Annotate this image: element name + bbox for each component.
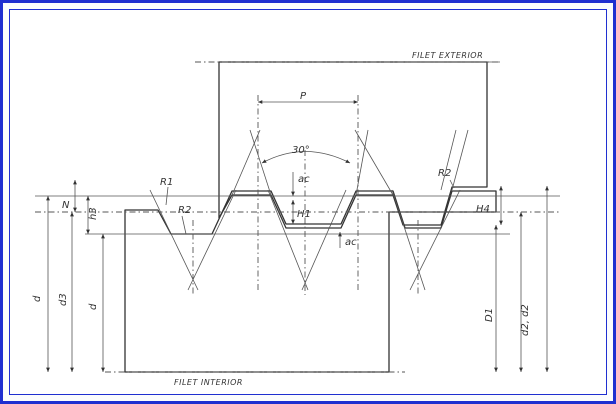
h3-label: h3 [88, 207, 99, 220]
external-thread-body [218, 61, 488, 229]
r1-leader [165, 186, 169, 206]
h1-label: H1 [297, 209, 311, 220]
right-dimensions: H4 D1 d2, d2 [476, 186, 549, 372]
angle-label: 30° [292, 145, 310, 156]
d2-label: d2, d2 [520, 304, 531, 336]
pitch-dimension: P [258, 91, 358, 104]
filet-interior-label: FILET INTERIOR [174, 378, 243, 387]
n-label: N [62, 200, 70, 211]
flank-construction-lines [149, 129, 469, 291]
h4-label: H4 [476, 204, 490, 215]
pitch-label: P [300, 91, 307, 102]
d1-label: D1 [484, 308, 495, 322]
angle-dimension: 30° [261, 145, 351, 164]
center-lines [192, 95, 419, 295]
ac-bottom-label: ac [345, 237, 357, 248]
left-dimensions: N h3 d d3 d [32, 180, 105, 372]
r1-label: R1 [160, 177, 173, 188]
image-inner-border [9, 9, 607, 395]
d-inner-label: d [88, 303, 99, 310]
r2-left-label: R2 [178, 205, 191, 216]
r2-right-leader [449, 179, 455, 189]
filet-exterior-label: FILET EXTERIOR [412, 51, 483, 60]
r2-left-leader [181, 215, 187, 235]
ac-top-label: ac [298, 174, 310, 185]
d-label: d [32, 295, 43, 302]
d3-label: d3 [58, 293, 69, 306]
r2-right-label: R2 [438, 168, 451, 179]
